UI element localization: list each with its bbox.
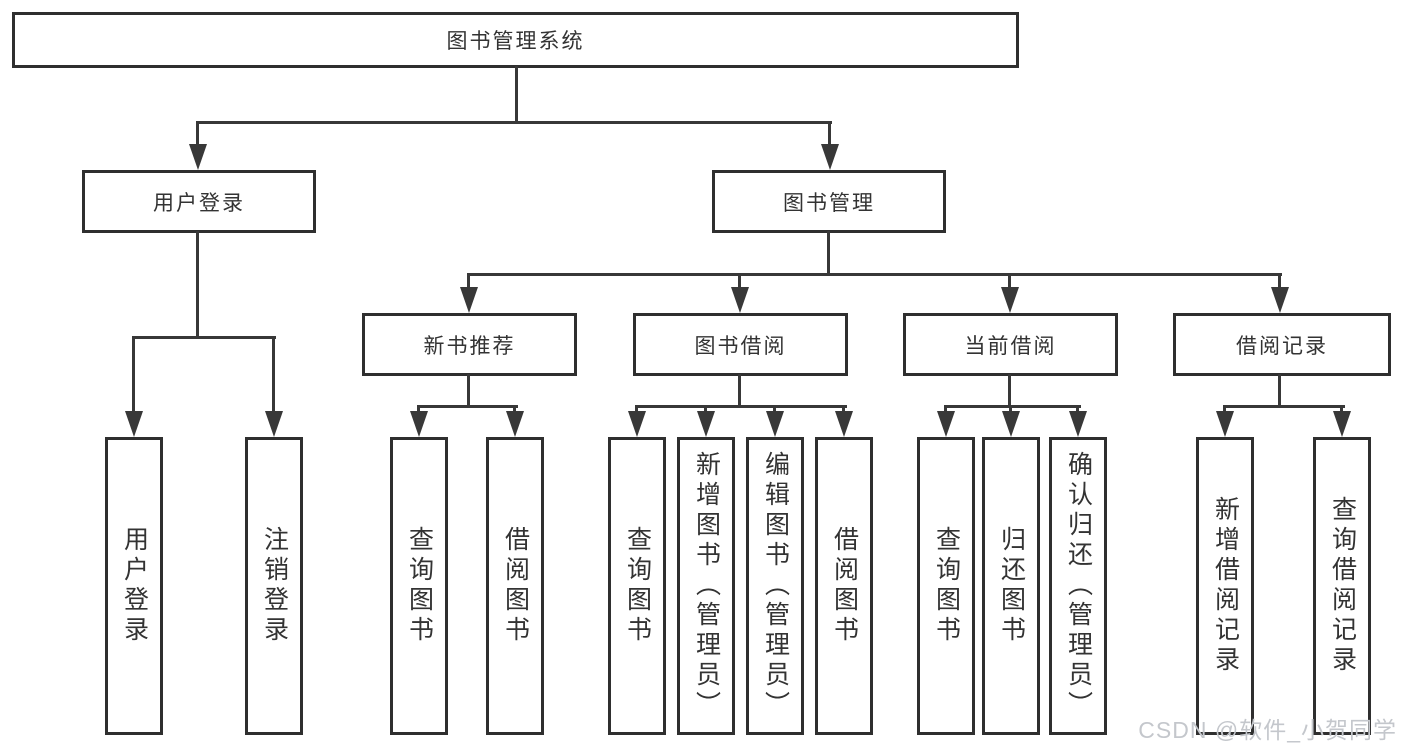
connector-line [196, 121, 199, 147]
node-label: 借阅记录 [1236, 334, 1328, 358]
leaf-label: 查询图书 [623, 526, 652, 646]
connector-line [467, 273, 470, 291]
node-label: 当前借阅 [964, 334, 1057, 358]
connector-line [468, 273, 1282, 276]
connector-line [467, 374, 470, 407]
leaf-label: 查询图书 [932, 526, 961, 646]
leaf-borrow-books-recommend: 借阅图书 [486, 437, 544, 735]
connector-line [1278, 374, 1281, 407]
connector-line [513, 405, 516, 415]
leaf-add-books-admin: 新增图书（管理员） [677, 437, 735, 735]
node-label: 用户登录 [153, 191, 245, 215]
leaf-query-books-current: 查询图书 [917, 437, 975, 735]
leaf-query-borrow-record: 查询借阅记录 [1313, 437, 1371, 735]
leaf-query-books-borrowing: 查询图书 [608, 437, 666, 735]
connector-line [196, 231, 199, 338]
leaf-label: 借阅图书 [830, 526, 859, 646]
leaf-label: 注销登录 [260, 526, 289, 646]
connector-line [944, 405, 947, 415]
leaf-label: 查询图书 [405, 526, 434, 646]
arrowhead-down-icon [1002, 411, 1020, 437]
arrowhead-down-icon [1001, 287, 1019, 313]
leaf-label: 查询借阅记录 [1328, 496, 1357, 676]
leaf-add-borrow-record: 新增借阅记录 [1196, 437, 1254, 735]
connector-line [1076, 405, 1079, 415]
arrowhead-down-icon [189, 144, 207, 170]
leaf-query-books-recommend: 查询图书 [390, 437, 448, 735]
connector-line [1008, 374, 1011, 407]
connector-line [704, 405, 707, 415]
arrowhead-down-icon [125, 411, 143, 437]
connector-line [842, 405, 845, 415]
connector-line [417, 405, 420, 415]
connector-line [1009, 405, 1012, 415]
node-label: 图书管理 [783, 191, 875, 215]
connector-line [1223, 405, 1226, 415]
arrowhead-down-icon [1069, 411, 1087, 437]
connector-line [944, 405, 1081, 408]
connector-line [197, 121, 832, 124]
connector-line [1008, 273, 1011, 291]
arrowhead-down-icon [697, 411, 715, 437]
node-current-borrowing: 当前借阅 [903, 313, 1118, 376]
leaf-return-books: 归还图书 [982, 437, 1040, 735]
connector-line [827, 231, 830, 275]
leaf-label: 借阅图书 [501, 526, 530, 646]
arrowhead-down-icon [265, 411, 283, 437]
leaf-label: 新增借阅记录 [1211, 496, 1240, 676]
connector-line [738, 374, 741, 407]
connector-line [738, 273, 741, 291]
arrowhead-down-icon [628, 411, 646, 437]
node-library-management-system: 图书管理系统 [12, 12, 1019, 68]
arrowhead-down-icon [460, 287, 478, 313]
leaf-label: 新增图书（管理员） [692, 451, 721, 721]
connector-line [635, 405, 847, 408]
node-book-management: 图书管理 [712, 170, 946, 233]
connector-line [773, 405, 776, 415]
leaf-edit-books-admin: 编辑图书（管理员） [746, 437, 804, 735]
connector-line [1340, 405, 1343, 415]
connector-line [635, 405, 638, 415]
arrowhead-down-icon [766, 411, 784, 437]
arrowhead-down-icon [731, 287, 749, 313]
arrowhead-down-icon [1216, 411, 1234, 437]
leaf-label: 归还图书 [997, 526, 1026, 646]
connector-line [515, 66, 518, 123]
node-label: 图书借阅 [694, 334, 787, 358]
node-label: 图书管理系统 [446, 30, 585, 53]
arrowhead-down-icon [1333, 411, 1351, 437]
leaf-confirm-return-admin: 确认归还（管理员） [1049, 437, 1107, 735]
connector-line [417, 405, 518, 408]
leaf-label: 编辑图书（管理员） [761, 451, 790, 721]
node-user-login-branch: 用户登录 [82, 170, 316, 233]
node-label: 新书推荐 [423, 334, 516, 358]
leaf-label: 确认归还（管理员） [1064, 451, 1093, 721]
node-borrowing-records: 借阅记录 [1173, 313, 1391, 376]
arrowhead-down-icon [506, 411, 524, 437]
connector-line [1278, 273, 1281, 291]
csdn-watermark: CSDN @软件_小贺同学 [1138, 717, 1397, 743]
node-new-book-recommendation: 新书推荐 [362, 313, 577, 376]
leaf-borrow-books-borrowing: 借阅图书 [815, 437, 873, 735]
connector-line [828, 121, 831, 147]
leaf-label: 用户登录 [120, 526, 149, 646]
leaf-user-login: 用户登录 [105, 437, 163, 735]
connector-line [272, 336, 275, 413]
arrowhead-down-icon [410, 411, 428, 437]
arrowhead-down-icon [1271, 287, 1289, 313]
arrowhead-down-icon [937, 411, 955, 437]
arrowhead-down-icon [821, 144, 839, 170]
connector-line [132, 336, 135, 413]
leaf-logout: 注销登录 [245, 437, 303, 735]
arrowhead-down-icon [835, 411, 853, 437]
connector-line [1223, 405, 1345, 408]
node-book-borrowing: 图书借阅 [633, 313, 848, 376]
connector-line [132, 336, 276, 339]
